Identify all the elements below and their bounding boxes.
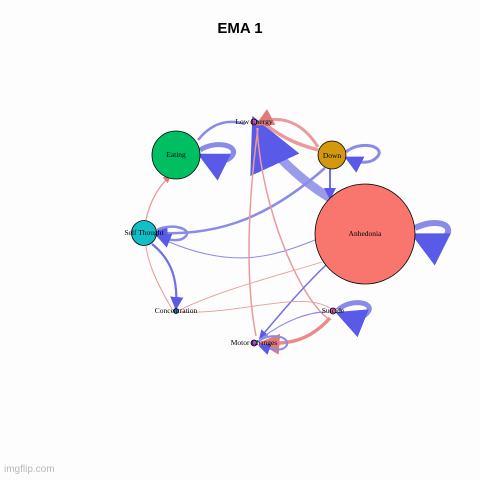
label-down: Down: [323, 151, 342, 160]
label-low-energy: Low Energy: [235, 117, 272, 126]
label-self-thought: Self Thought: [124, 228, 164, 237]
edge-concentration-anhedonia: [179, 261, 323, 311]
edge-anhedonia-suicide: [179, 301, 331, 313]
node-concentration[interactable]: [173, 308, 179, 314]
node-low-energy[interactable]: [250, 118, 258, 126]
edges: [145, 109, 452, 355]
node-self-thought[interactable]: [131, 220, 157, 246]
node-motor-changes[interactable]: [250, 339, 258, 347]
node-down[interactable]: [317, 140, 347, 170]
label-motor-changes: Motor Changes: [231, 338, 278, 347]
node-eating[interactable]: [151, 130, 201, 180]
edge-suicide-motor-changes: [258, 316, 332, 355]
label-suicide: Suicide: [322, 306, 345, 315]
diagram-title: EMA 1: [217, 20, 263, 37]
loop-anhedonia: [410, 219, 452, 266]
label-concentration: Concentration: [155, 306, 198, 315]
loop-self-thought: [155, 225, 189, 248]
edge-anhedonia-self-thought: [159, 237, 316, 259]
edge-down-low-energy: [255, 109, 320, 148]
edge-self-thought-eating: [145, 175, 171, 221]
node-labels: Eating Low Energy Down Self Thought Anhe…: [124, 117, 382, 347]
edge-suicide-low-energy: [248, 127, 259, 337]
label-anhedonia: Anhedonia: [349, 229, 383, 238]
edge-low-energy-eating: [197, 120, 246, 141]
edge-low-energy-down: [260, 120, 319, 152]
loop-eating: [197, 142, 237, 181]
node-anhedonia[interactable]: [314, 183, 416, 285]
node-suicide[interactable]: [329, 307, 337, 315]
edge-anhedonia-motor-changes: [259, 264, 327, 340]
loop-motor-changes: [257, 335, 289, 355]
edge-self-thought-concentration: [151, 243, 184, 311]
watermark-text: imgflip.com: [4, 464, 55, 475]
label-eating: Eating: [166, 150, 186, 159]
loop-suicide: [335, 300, 372, 338]
edge-motor-changes-suicide: [261, 311, 327, 339]
loop-down: [344, 143, 381, 173]
nodes: [131, 118, 416, 347]
edge-concentration-self-thought: [145, 245, 173, 310]
edge-low-energy-motor-changes: [256, 127, 331, 321]
edge-down-self-thought: [152, 167, 326, 241]
edge-anhedonia-low-energy: [250, 115, 333, 202]
